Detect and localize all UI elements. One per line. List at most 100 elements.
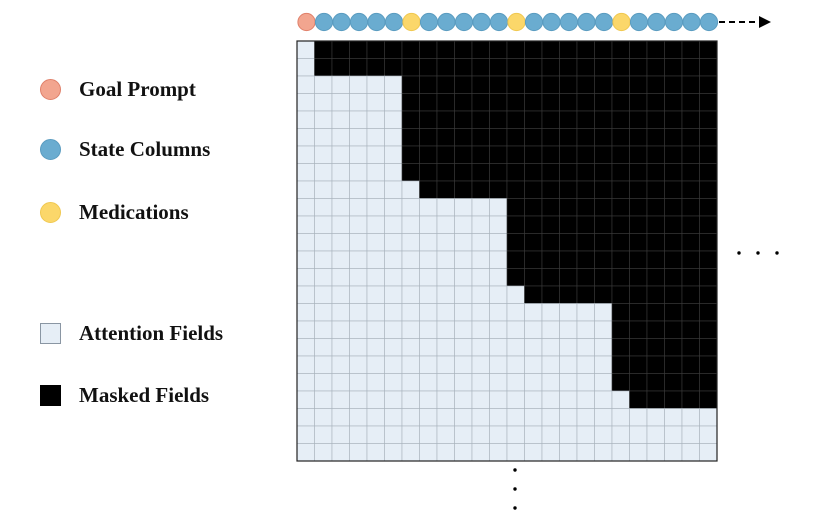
masked-cell	[646, 268, 665, 287]
attention-cell	[296, 40, 315, 59]
attention-cell	[419, 338, 438, 357]
attention-cell	[506, 285, 525, 304]
attention-cell	[331, 373, 350, 392]
attention-cell	[384, 110, 403, 129]
attention-cell	[296, 373, 315, 392]
attention-cell	[454, 198, 473, 217]
masked-cell	[646, 390, 665, 409]
ellipsis-dot	[775, 251, 779, 255]
attention-cell	[594, 390, 613, 409]
attention-cell	[349, 390, 368, 409]
attention-cell	[384, 198, 403, 217]
medications-label: Medications	[79, 200, 189, 224]
attention-cell	[384, 145, 403, 164]
masked-cell	[471, 58, 490, 77]
attention-cell	[349, 75, 368, 94]
attention-cell	[296, 233, 315, 252]
masked-cell	[629, 355, 648, 374]
attention-cell	[664, 408, 683, 427]
masked-fields-label: Masked Fields	[79, 383, 210, 407]
masked-cell	[629, 285, 648, 304]
attention-cell	[471, 390, 490, 409]
masked-cell	[401, 93, 420, 112]
masked-cell	[524, 58, 543, 77]
attention-fields-label: Attention Fields	[79, 321, 224, 345]
masked-cell	[594, 233, 613, 252]
attention-cell	[436, 250, 455, 269]
masked-cell	[524, 180, 543, 199]
attention-cell	[401, 180, 420, 199]
attention-cell	[436, 233, 455, 252]
masked-cell	[681, 40, 700, 59]
attention-cell	[331, 215, 350, 234]
attention-cell	[331, 75, 350, 94]
legend-masked-fields: Masked Fields	[40, 383, 209, 408]
masked-cell	[646, 40, 665, 59]
masked-cell	[611, 110, 630, 129]
state-columns-dot-icon	[40, 139, 61, 160]
masked-cell	[314, 40, 333, 59]
masked-cell	[611, 338, 630, 357]
masked-cell	[454, 163, 473, 182]
masked-cell	[629, 180, 648, 199]
attention-cell	[454, 233, 473, 252]
masked-cell	[681, 215, 700, 234]
masked-cell	[681, 268, 700, 287]
attention-cell	[541, 443, 560, 462]
masked-cell	[664, 285, 683, 304]
attention-cell	[471, 268, 490, 287]
masked-cell	[611, 198, 630, 217]
masked-cell	[646, 215, 665, 234]
attention-cell	[366, 145, 385, 164]
state-token-dot	[629, 12, 649, 32]
masked-cell	[699, 233, 718, 252]
attention-cell	[559, 303, 578, 322]
masked-cell	[331, 58, 350, 77]
masked-cell	[664, 198, 683, 217]
attention-cell	[366, 373, 385, 392]
masked-cell	[664, 390, 683, 409]
attention-cell	[489, 338, 508, 357]
masked-cell	[454, 110, 473, 129]
masked-cell	[576, 268, 595, 287]
attention-cell	[331, 163, 350, 182]
masked-cell	[506, 75, 525, 94]
attention-cell	[401, 320, 420, 339]
attention-cell	[314, 250, 333, 269]
attention-cell	[419, 250, 438, 269]
medications-dot-icon	[40, 202, 61, 223]
masked-cell	[454, 93, 473, 112]
attention-cell	[366, 268, 385, 287]
attention-cell	[366, 408, 385, 427]
attention-cell	[366, 390, 385, 409]
attention-cell	[384, 338, 403, 357]
masked-cell	[541, 58, 560, 77]
attention-cell	[436, 355, 455, 374]
attention-cell	[681, 408, 700, 427]
attention-cell	[419, 303, 438, 322]
attention-cell	[436, 373, 455, 392]
masked-cell	[629, 58, 648, 77]
attention-cell	[349, 425, 368, 444]
state-token-dot	[437, 12, 456, 32]
masked-cell	[629, 145, 648, 164]
attention-cell	[471, 303, 490, 322]
masked-cell	[611, 285, 630, 304]
attention-cell	[384, 425, 403, 444]
attention-cell	[524, 355, 543, 374]
masked-cell	[559, 250, 578, 269]
attention-cell	[366, 250, 385, 269]
attention-cell	[594, 408, 613, 427]
attention-cell	[314, 198, 333, 217]
attention-cell	[296, 110, 315, 129]
attention-cell	[366, 320, 385, 339]
masked-cell	[699, 93, 718, 112]
masked-cell	[611, 145, 630, 164]
masked-cell	[489, 128, 508, 147]
attention-cell	[401, 233, 420, 252]
attention-cell	[401, 408, 420, 427]
masked-cell	[646, 355, 665, 374]
masked-cell	[646, 128, 665, 147]
ellipsis-dot	[513, 506, 517, 510]
attention-cell	[454, 443, 473, 462]
